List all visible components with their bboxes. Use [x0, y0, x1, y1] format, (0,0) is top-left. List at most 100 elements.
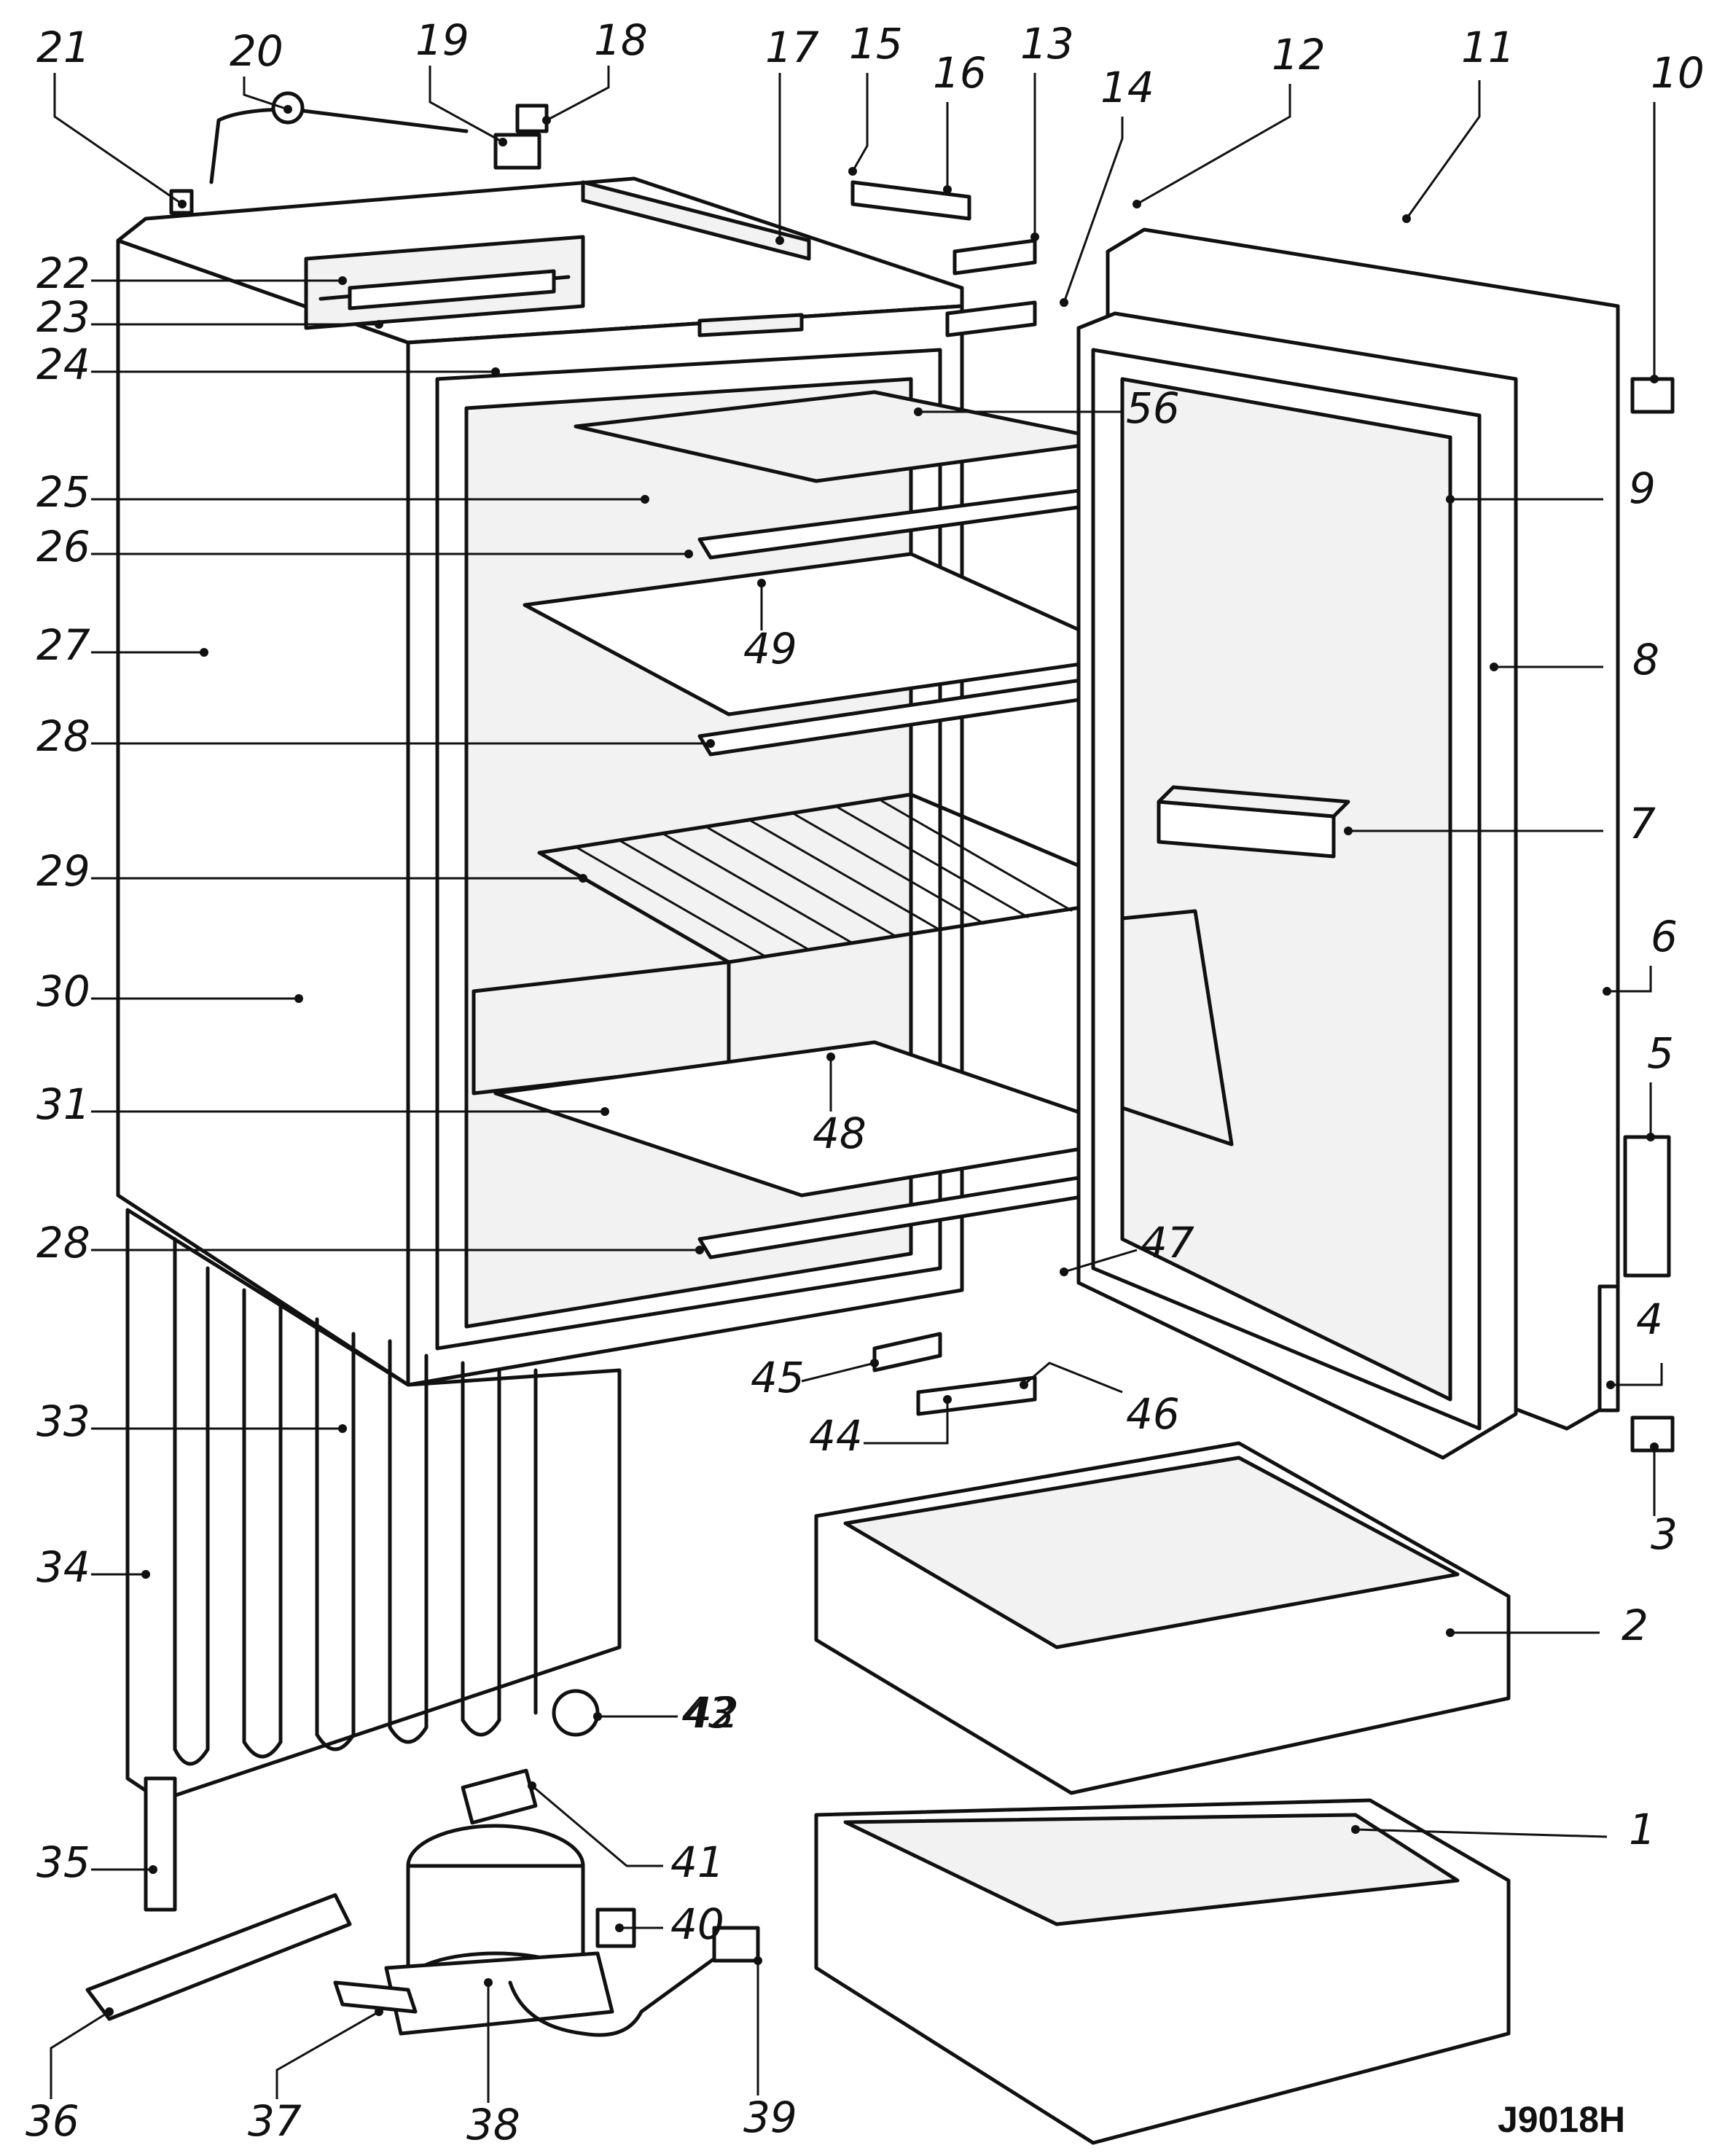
- leader-line-37: [275, 2010, 380, 2099]
- starter-capacitor: [461, 1768, 538, 1825]
- callout-number-16: 16: [933, 48, 987, 98]
- leader-dot-56: [914, 407, 923, 416]
- leader-line-45: [801, 1362, 875, 1383]
- leader-dot-25: [641, 495, 649, 504]
- leader-dot-47: [1060, 1268, 1068, 1276]
- leader-dot-2: [1446, 1628, 1455, 1637]
- callout-number-22: 22: [36, 249, 90, 298]
- leader-dot-28: [695, 1246, 704, 1254]
- leader-dot-9: [1446, 495, 1455, 504]
- leader-dot-28: [706, 739, 715, 748]
- callout-number-44: 44: [809, 1411, 863, 1461]
- leader-line-21: [53, 73, 183, 206]
- leader-line-47: [1063, 1249, 1138, 1273]
- leader-dot-5: [1646, 1133, 1655, 1141]
- leader-dot-45: [870, 1359, 879, 1367]
- mounting-bracket-small: [333, 1980, 418, 2014]
- leader-dot-22: [338, 276, 347, 285]
- callout-number-5: 5: [1647, 1028, 1674, 1078]
- callout-number-26: 26: [36, 522, 90, 571]
- leader-dot-3: [1650, 1442, 1659, 1451]
- callout-number-37: 37: [248, 2096, 302, 2146]
- leader-dot-6: [1603, 987, 1611, 996]
- callout-number-10: 10: [1651, 48, 1705, 98]
- callout-number-48: 48: [813, 1109, 867, 1158]
- leader-dot-44: [943, 1395, 952, 1404]
- callout-number-28: 28: [36, 1218, 90, 1268]
- leader-dot-26: [684, 550, 693, 558]
- callout-number-29: 29: [36, 846, 90, 896]
- door-handle-5: [1623, 1135, 1671, 1278]
- callout-number-18: 18: [594, 15, 648, 65]
- capacitor-small: [552, 1689, 600, 1737]
- callout-number-34: 34: [36, 1542, 90, 1592]
- callout-number-25: 25: [36, 467, 90, 517]
- leader-line-4: [1611, 1363, 1663, 1386]
- condenser-frame: [125, 1208, 622, 1802]
- callout-number-41: 41: [670, 1837, 724, 1887]
- callout-number-6: 6: [1651, 912, 1678, 961]
- callout-number-14: 14: [1100, 63, 1154, 112]
- callout-number-36: 36: [26, 2096, 79, 2146]
- callout-number-4: 4: [1636, 1294, 1663, 1344]
- callout-number-19: 19: [415, 15, 469, 65]
- leader-line-41: [531, 1784, 663, 1867]
- callout-number-12: 12: [1272, 30, 1326, 79]
- leader-line-15: [851, 73, 869, 172]
- leader-dot-1: [1351, 1825, 1360, 1834]
- callout-number-27: 27: [36, 620, 90, 670]
- leader-dot-29: [579, 874, 587, 883]
- callout-number-8: 8: [1632, 635, 1659, 684]
- callout-number-20: 20: [230, 26, 283, 76]
- callout-number-7: 7: [1629, 799, 1656, 848]
- leader-dot-34: [141, 1570, 150, 1579]
- lower-hinge: [916, 1375, 1037, 1416]
- leader-line-11: [1405, 80, 1481, 219]
- leader-dot-10: [1650, 375, 1659, 383]
- callout-leaders: [50, 66, 1663, 2103]
- callout-number-31: 31: [36, 1079, 90, 1129]
- cabinet-side-panel: [116, 238, 410, 1387]
- leader-dot-12: [1133, 200, 1141, 208]
- leader-dot-43: [593, 1712, 602, 1721]
- mounting-bracket-left: [85, 1893, 352, 2021]
- callout-number-28: 28: [36, 711, 90, 761]
- thermostat-control: [850, 180, 971, 221]
- leader-dot-15: [848, 167, 857, 176]
- leader-dot-8: [1490, 663, 1498, 671]
- leader-dot-21: [178, 200, 187, 208]
- screw-cover: [169, 189, 194, 215]
- callout-number-38: 38: [466, 2100, 520, 2149]
- leader-dot-14: [1060, 298, 1068, 307]
- leader-dot-18: [542, 116, 551, 125]
- callout-number-47: 47: [1141, 1218, 1194, 1268]
- callout-number-43: 43: [681, 1688, 735, 1738]
- callout-number-33: 33: [36, 1397, 90, 1446]
- leader-dot-30: [294, 994, 303, 1003]
- leader-dot-40: [615, 1923, 624, 1932]
- leader-dot-4: [1606, 1380, 1615, 1389]
- leader-line-18: [546, 66, 610, 122]
- callout-number-21: 21: [36, 23, 90, 72]
- callout-number-45: 45: [751, 1353, 805, 1402]
- callout-number-17: 17: [765, 23, 819, 72]
- leader-line-36: [50, 2010, 110, 2099]
- callout-number-46: 46: [1126, 1389, 1180, 1439]
- callout-number-24: 24: [36, 340, 90, 389]
- leader-line-20: [243, 77, 289, 111]
- top-handle-slot: [697, 313, 804, 337]
- leader-dot-17: [775, 236, 784, 245]
- leader-line-14: [1063, 117, 1124, 303]
- callout-number-1: 1: [1629, 1805, 1656, 1854]
- leader-dot-24: [491, 367, 500, 376]
- leader-dot-11: [1402, 214, 1411, 223]
- thermostat-capillary: [209, 107, 469, 184]
- leader-line-12: [1136, 84, 1291, 206]
- lamp-cap: [515, 103, 549, 133]
- top-hinge-14: [945, 300, 1037, 337]
- door-hinge-cap-10: [1630, 377, 1675, 414]
- lower-hinge-bracket: [872, 1332, 942, 1372]
- condenser-coil: [173, 1237, 538, 1766]
- door-insulation-cutaway: [1120, 909, 1234, 1147]
